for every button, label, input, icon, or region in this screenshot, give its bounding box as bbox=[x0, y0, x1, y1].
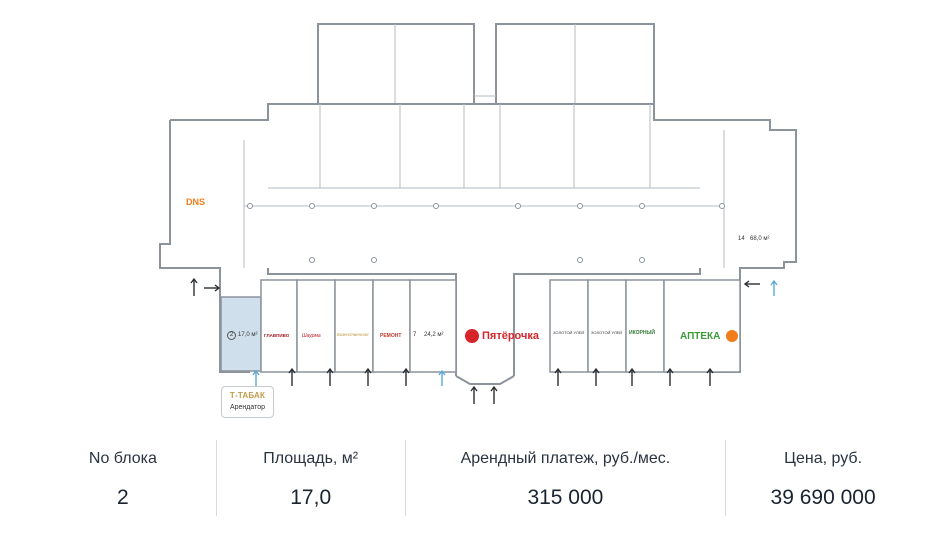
price-cell: Цена, руб. 39 690 000 bbox=[725, 440, 920, 516]
rent-cell: Арендный платеж, руб./мес. 315 000 bbox=[404, 440, 726, 516]
blue-entrance-arrows bbox=[252, 279, 778, 386]
pyaterochka-logo-icon bbox=[465, 329, 479, 343]
unit-14-area: 68,0 м² bbox=[750, 236, 770, 242]
upper-left-block-wall bbox=[317, 23, 475, 104]
rent-label: Арендный платеж, руб./мес. bbox=[460, 450, 671, 467]
unit-7-area: 24,2 м² bbox=[424, 332, 444, 338]
remont-logo: РЕМОНТ bbox=[380, 333, 402, 339]
shop-remont[interactable] bbox=[372, 279, 411, 373]
area-label: Площадь, м² bbox=[263, 450, 359, 467]
block-number-value: 2 bbox=[117, 486, 129, 509]
unit-info-panel: No блока 2 Площадь, м² 17,0 Арендный пла… bbox=[30, 440, 920, 516]
glavpivo-logo: ГЛАВПИВО bbox=[264, 333, 290, 338]
left-outline-wall bbox=[159, 120, 250, 373]
tenant-badge: Т-ТАБАК Арендатор bbox=[221, 386, 274, 418]
price-label: Цена, руб. bbox=[784, 450, 863, 467]
floor-plan-svg bbox=[159, 23, 797, 404]
rent-value: 315 000 bbox=[527, 486, 604, 509]
zoloto-1-logo: ЗОЛОТОЙ УЛЕЙ bbox=[553, 330, 585, 335]
price-value: 39 690 000 bbox=[770, 486, 876, 509]
dns-logo: DNS bbox=[186, 197, 206, 207]
tenant-role: Арендатор bbox=[229, 404, 266, 411]
tenant-brand: Т-ТАБАК bbox=[229, 391, 266, 400]
unit-2-area: 17,0 м² bbox=[238, 332, 258, 338]
bozhestvennaya-logo: Божественная bbox=[337, 332, 369, 337]
floor-plan: DNS 14 68,0 м² 2 17,0 м² 7 24,2 м² ГЛАВП… bbox=[159, 23, 797, 418]
unit-14-number: 14 bbox=[738, 236, 745, 242]
shop-glavpivo[interactable] bbox=[260, 279, 298, 373]
shop-zoloto-2[interactable] bbox=[587, 279, 627, 373]
shop-unit-7[interactable] bbox=[409, 279, 457, 373]
shop-ikorny[interactable] bbox=[625, 279, 665, 373]
shop-zoloto-1[interactable] bbox=[549, 279, 589, 373]
ikorny-logo: ИКОРНЫЙ bbox=[629, 330, 655, 336]
columns bbox=[247, 203, 725, 263]
unit-2-number: 2 bbox=[227, 331, 236, 340]
shop-shaurma[interactable] bbox=[296, 279, 336, 373]
entrance-arrows bbox=[190, 277, 760, 404]
block-number-label: No блока bbox=[88, 450, 157, 467]
area-value: 17,0 bbox=[290, 486, 332, 509]
unit-7-number: 7 bbox=[413, 332, 417, 338]
shop-apteka[interactable] bbox=[663, 279, 741, 373]
zoloto-2-logo: ЗОЛОТОЙ УЛЕЙ bbox=[591, 330, 623, 335]
pyaterochka-logo: Пятёрочка bbox=[482, 330, 540, 342]
shop-bozhestvennaya[interactable] bbox=[334, 279, 374, 373]
middle-outline-wall bbox=[170, 103, 797, 373]
area-cell: Площадь, м² 17,0 bbox=[215, 440, 405, 516]
block-number-cell: No блока 2 bbox=[30, 440, 216, 516]
apteka-logo: АПТЕКА bbox=[680, 331, 721, 342]
entrance-vestibule bbox=[455, 375, 515, 385]
shaurma-logo: Шаурма bbox=[302, 333, 321, 339]
shop-row-right-wall bbox=[513, 268, 701, 376]
apteka-logo-icon bbox=[726, 330, 738, 342]
